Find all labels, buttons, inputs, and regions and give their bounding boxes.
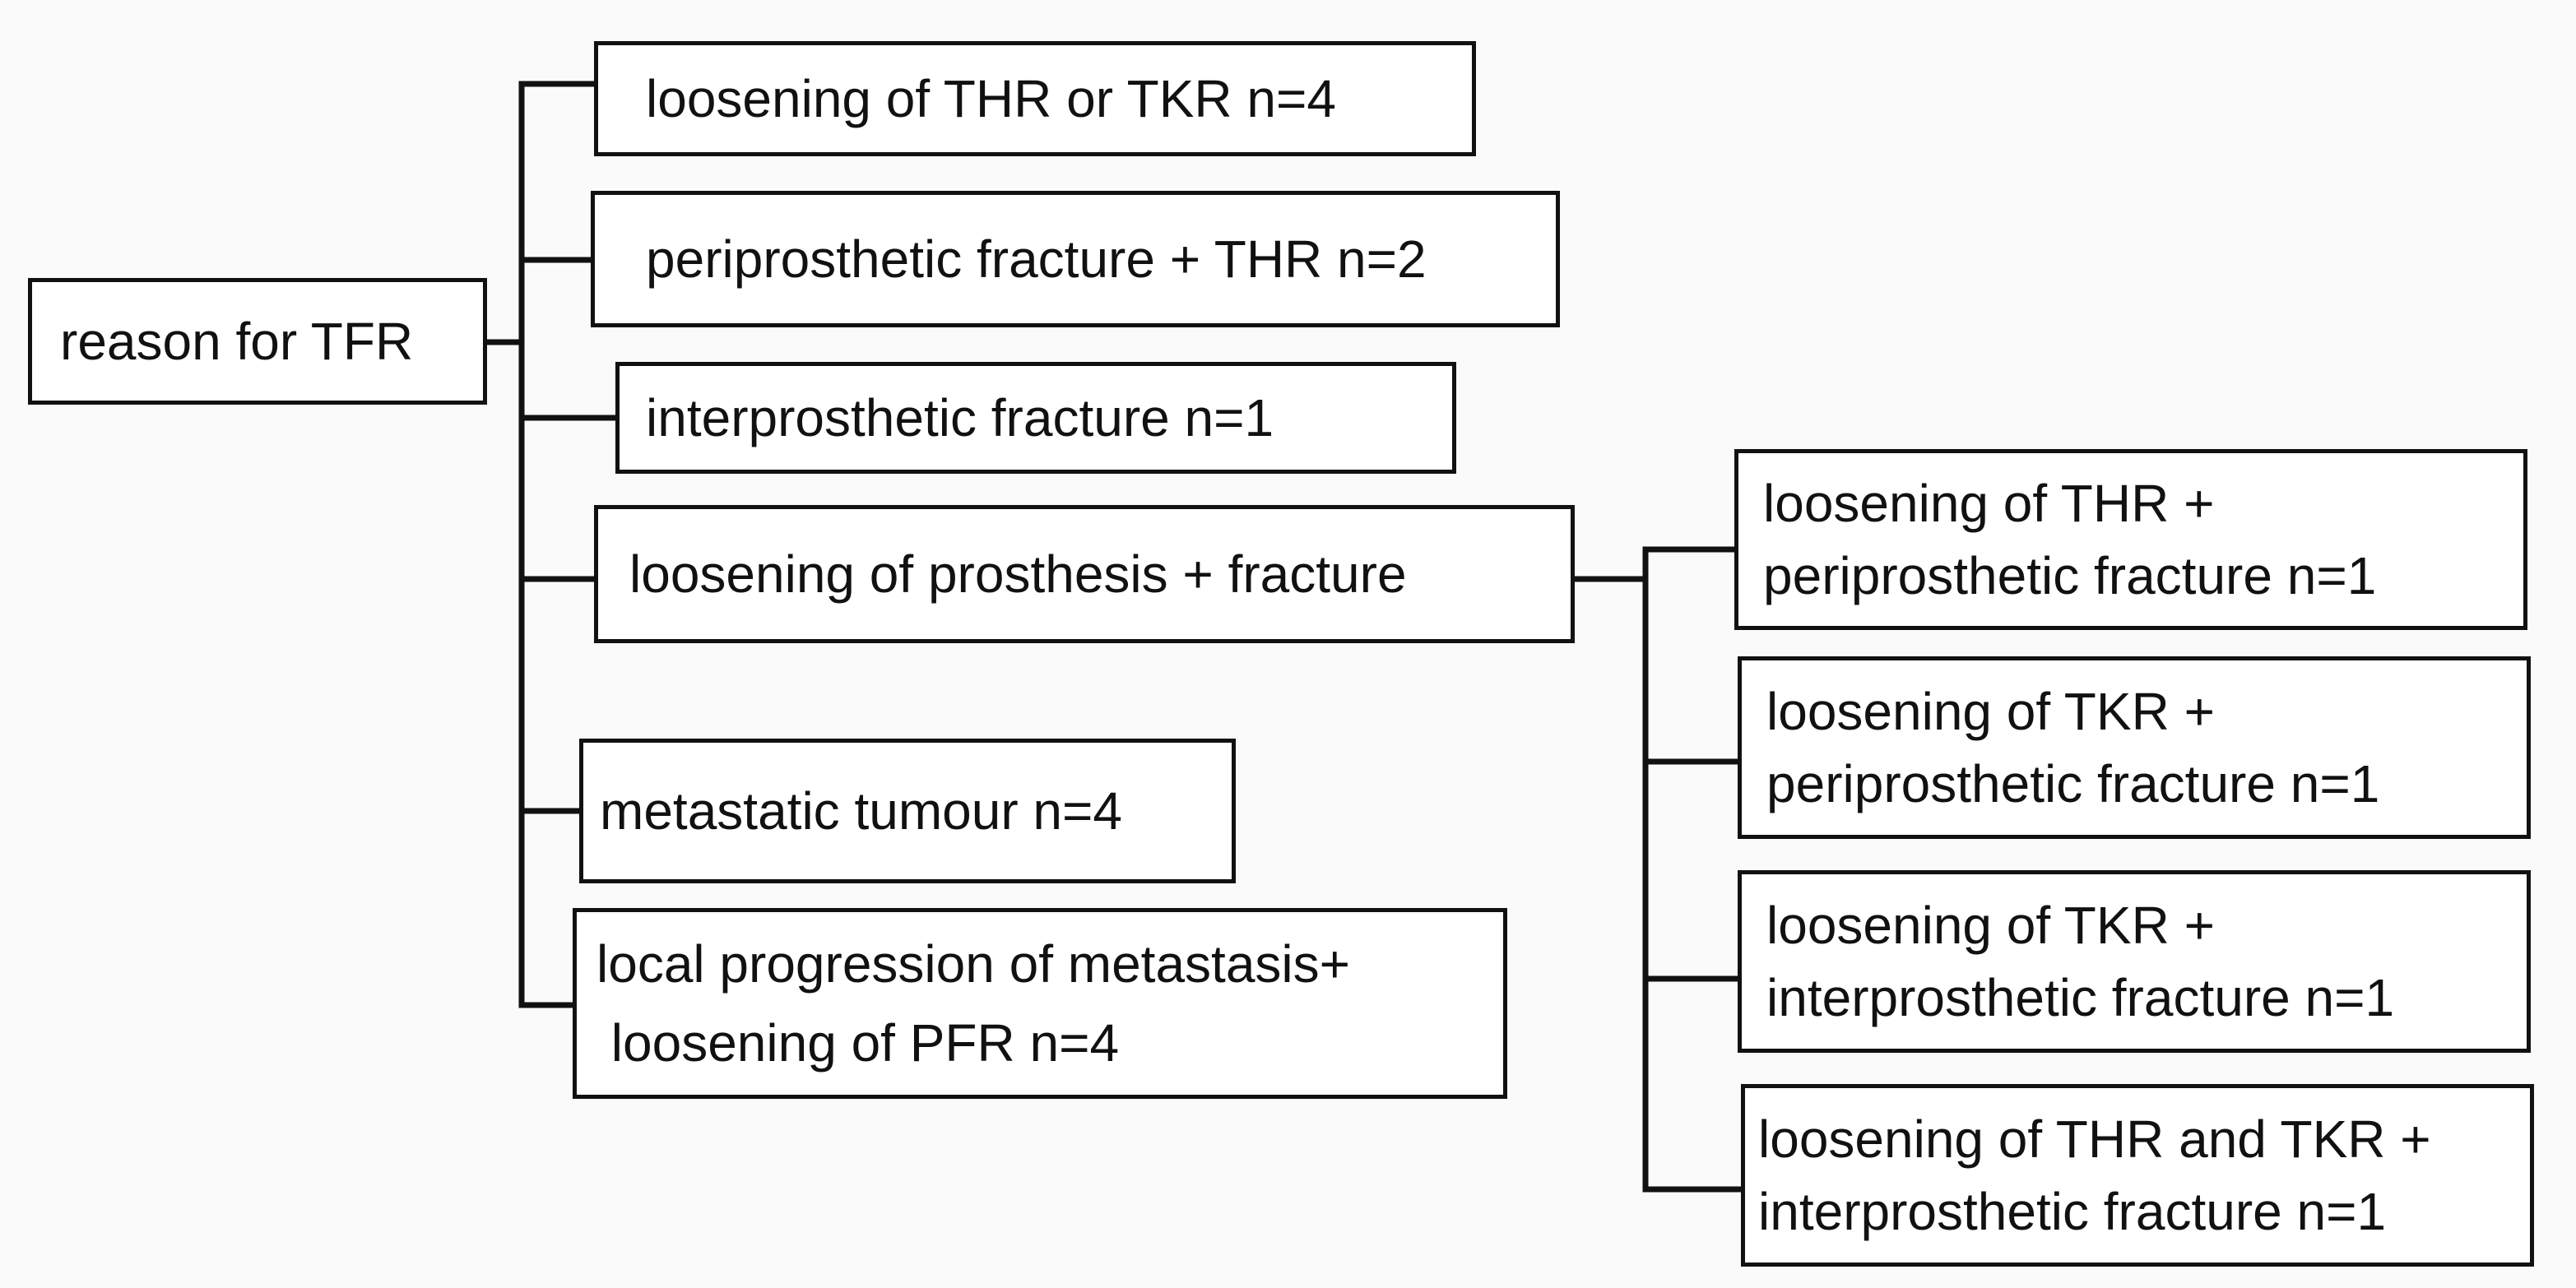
subcategory-node-2-label-line-1: loosening of TKR + xyxy=(1766,681,2215,741)
category-node-5-label: metastatic tumour n=4 xyxy=(600,781,1122,841)
subcategory-node-2: loosening of TKR + periprosthetic fractu… xyxy=(1738,656,2531,839)
category-node-6-label-line-2: loosening of PFR n=4 xyxy=(596,1013,1120,1073)
subcategory-node-4: loosening of THR and TKR + interprosthet… xyxy=(1741,1084,2534,1267)
subcategory-node-3: loosening of TKR + interprosthetic fract… xyxy=(1738,870,2531,1053)
category-node-3-label: interprosthetic fracture n=1 xyxy=(646,387,1274,447)
subcategory-node-4-label: loosening of THR and TKR + interprosthet… xyxy=(1758,1103,2431,1249)
category-node-2: periprosthetic fracture + THR n=2 xyxy=(591,191,1560,327)
subcategory-node-4-label-line-2: interprosthetic fracture n=1 xyxy=(1758,1182,2387,1241)
category-node-6-label: local progression of metastasis+ looseni… xyxy=(596,924,1350,1082)
category-node-6-label-line-1: local progression of metastasis+ xyxy=(596,934,1350,994)
subcategory-node-2-label-line-2: periprosthetic fracture n=1 xyxy=(1766,754,2380,813)
subcategory-node-1-label: loosening of THR + periprosthetic fractu… xyxy=(1763,467,2376,613)
category-node-4-label: loosening of prosthesis + fracture xyxy=(629,544,1407,604)
subcategory-node-3-label-line-1: loosening of TKR + xyxy=(1766,895,2215,955)
category-node-1: loosening of THR or TKR n=4 xyxy=(594,41,1476,156)
subcategory-node-4-label-line-1: loosening of THR and TKR + xyxy=(1758,1109,2431,1169)
subcategory-node-1: loosening of THR + periprosthetic fractu… xyxy=(1734,449,2527,630)
subcategory-node-3-label: loosening of TKR + interprosthetic fract… xyxy=(1766,889,2394,1035)
category-node-1-label: loosening of THR or TKR n=4 xyxy=(646,68,1336,128)
subcategory-node-1-label-line-2: periprosthetic fracture n=1 xyxy=(1763,546,2377,605)
category-node-6: local progression of metastasis+ looseni… xyxy=(573,908,1507,1099)
category-node-3: interprosthetic fracture n=1 xyxy=(615,362,1456,474)
root-node-label: reason for TFR xyxy=(60,311,414,371)
category-node-4: loosening of prosthesis + fracture xyxy=(594,505,1575,643)
category-node-5: metastatic tumour n=4 xyxy=(579,739,1236,883)
root-node: reason for TFR xyxy=(28,278,487,405)
subcategory-node-3-label-line-2: interprosthetic fracture n=1 xyxy=(1766,968,2395,1027)
subcategory-node-1-label-line-1: loosening of THR + xyxy=(1763,473,2215,533)
subcategory-node-2-label: loosening of TKR + periprosthetic fractu… xyxy=(1766,675,2379,821)
category-node-2-label: periprosthetic fracture + THR n=2 xyxy=(646,229,1427,289)
